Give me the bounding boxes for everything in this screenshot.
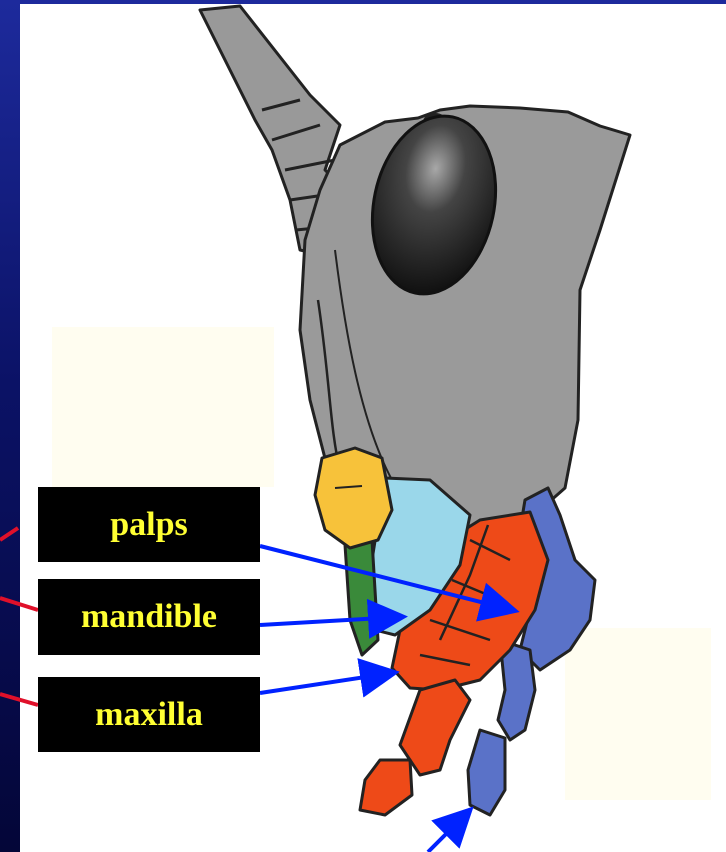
cream-patch [52,327,274,487]
mandible-label: mandible [38,579,260,655]
cream-patch [565,628,711,800]
palps-label-text: palps [110,506,188,544]
maxilla-arrow [260,673,392,693]
offpanel-lines [0,528,38,705]
bottom-arrow [428,812,468,852]
maxilla-label-text: maxilla [95,696,203,734]
mandible-label-text: mandible [81,598,217,636]
palps-label: palps [38,487,260,562]
labrum-part [315,448,392,548]
maxilla-label: maxilla [38,677,260,752]
